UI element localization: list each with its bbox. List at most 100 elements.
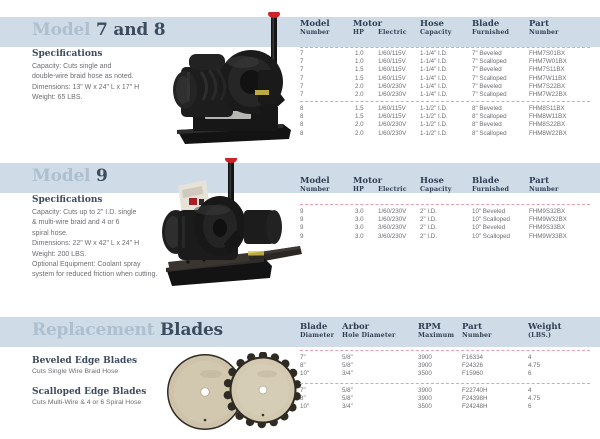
table-cell: 5/8" — [342, 387, 353, 394]
table-cell: 1/60/230V — [378, 121, 407, 129]
table-separator-mid — [300, 383, 590, 384]
table-cell: FHM7W11BX — [529, 74, 567, 82]
table-cell: 1-1/2" I.D. — [420, 129, 448, 137]
section-title-replacement-blades: Replacement Blades — [32, 320, 223, 340]
table-cell: 1/60/115V — [378, 74, 406, 82]
table-cell: F16334 — [462, 354, 483, 361]
section-title-dark: 7 and 8 — [96, 20, 166, 40]
table-cell: 1/60/115V — [378, 105, 406, 112]
table-cell: 10" Scalloped — [472, 232, 510, 240]
col-sub-hp: HP — [353, 29, 364, 36]
table-cell: 7 — [300, 58, 304, 66]
table-cell: 8" Beveled — [472, 105, 502, 112]
col-sub-partnumber: Number — [529, 186, 559, 193]
table-cell: FHM9S32BX — [529, 208, 566, 215]
table-cell: FHM8S22BX — [529, 121, 566, 129]
col-sub-partnumber: Number — [529, 29, 559, 36]
table-cell: F22740H — [462, 387, 488, 394]
col-head-model: Model — [300, 19, 330, 29]
table-cell: 6 — [528, 403, 532, 411]
table-cell: FHM7S11BX — [529, 66, 565, 74]
table-cell: 3/60/230V — [378, 224, 407, 232]
section-band-model-9 — [0, 163, 600, 193]
table-cell: 1/60/115V — [378, 66, 406, 74]
section-title-dark: 9 — [96, 166, 108, 186]
table-cell: 3.0 — [355, 232, 364, 240]
table-cell: 2.0 — [355, 90, 364, 98]
table-cell: 6 — [528, 370, 532, 378]
table-cell: 1.5 — [355, 105, 364, 112]
table-cell: 2" I.D. — [420, 216, 437, 224]
table-cell: 7 — [300, 82, 304, 90]
section-title-dark: Blades — [160, 320, 223, 340]
table-cell: 7" Beveled — [472, 66, 502, 74]
col-sub-diameter: Diameter — [300, 332, 335, 339]
table-cell: 5/8" — [342, 362, 353, 370]
table-cell: 3/60/230V — [378, 232, 407, 240]
col-sub-lbs: (LBS.) — [528, 332, 552, 339]
col-head-hose: Hose — [420, 19, 444, 29]
spec-line: Capacity: Cuts up to 2" I.D. single — [32, 209, 137, 216]
col-sub-furnished: Furnished — [472, 186, 510, 193]
spec-line: spiral hose. — [32, 229, 68, 237]
table-cell: 1/60/230V — [378, 216, 407, 224]
table-cell: 7" Beveled — [472, 50, 502, 57]
table-cell: 4.75 — [528, 362, 541, 370]
spec-line: & multi-wire braid and 4 or 6 — [32, 219, 120, 227]
spec-line: Weight: 65 LBS. — [32, 94, 83, 102]
spec-body-model-9: Capacity: Cuts up to 2" I.D. single & mul… — [32, 208, 207, 281]
table-cell: 1.5 — [355, 74, 364, 82]
table-cell: 3.0 — [355, 224, 364, 232]
col-head-rpm: RPM — [418, 322, 441, 332]
table-cell: 9 — [300, 208, 304, 215]
table-cell: 2.0 — [355, 129, 364, 137]
table-cell: 9 — [300, 216, 304, 224]
table-cell: 10" — [300, 370, 310, 378]
table-cell: 2" I.D. — [420, 208, 437, 215]
blade-type-sub-beveled: Cuts Single Wire Braid Hose — [32, 368, 119, 375]
table-cell: 1.5 — [355, 66, 364, 74]
table-cell: 1/60/230V — [378, 90, 407, 98]
table-cell: 8" Beveled — [472, 121, 502, 129]
table-cell: 1-1/4" I.D. — [420, 50, 448, 57]
table-cell: 10" Scalloped — [472, 216, 510, 224]
table-cell: 3500 — [418, 370, 432, 378]
table-cell: 1.0 — [355, 50, 364, 57]
col-sub-number: Number — [300, 29, 330, 36]
spec-line: Weight: 200 LBS. — [32, 250, 87, 258]
col-sub-hole-diameter: Hole Diameter — [342, 332, 396, 339]
section-title-light: Replacement — [32, 320, 155, 340]
table-cell: 2.0 — [355, 121, 364, 129]
table-cell: 2" I.D. — [420, 224, 437, 232]
col-head-part: Part — [529, 19, 550, 29]
table-cell: 1-1/4" I.D. — [420, 90, 448, 98]
table-cell: F24248H — [462, 403, 488, 411]
spec-line: system for reduced friction when cutting… — [32, 271, 158, 279]
table-separator-mid — [300, 101, 590, 102]
table-cell: FHM8W22BX — [529, 129, 567, 137]
table-cell: 3.0 — [355, 216, 364, 224]
table-cell: FHM9W33BX — [529, 232, 567, 240]
table-separator-top — [300, 204, 590, 205]
table-cell: 1.0 — [355, 58, 364, 66]
table-cell: 7" — [300, 354, 306, 361]
table-cell: FHM7W01BX — [529, 58, 567, 66]
table-cell: FHM8S11BX — [529, 105, 565, 112]
col-sub-capacity: Capacity — [420, 29, 452, 36]
table-cell: 1/60/115V — [378, 113, 406, 121]
table-cell: 8" — [300, 395, 306, 403]
table-cell: FHM7W22BX — [529, 90, 567, 98]
table-cell: 1/60/230V — [378, 208, 407, 215]
col-sub-capacity: Capacity — [420, 186, 452, 193]
spec-heading-model-7-8: Specifications — [32, 49, 103, 59]
col-head-model: Model — [300, 176, 330, 186]
col-sub-hp: HP — [353, 186, 364, 193]
table-cell: 1-1/2" I.D. — [420, 121, 448, 129]
col-head-motor: Motor — [353, 176, 383, 186]
blade-type-heading-beveled: Beveled Edge Blades — [32, 356, 138, 366]
section-title-light: Model — [32, 20, 91, 40]
table-cell: 7 — [300, 90, 304, 98]
col-sub-electric: Electric — [378, 186, 407, 193]
table-cell: 1/60/230V — [378, 82, 407, 90]
table-cell: FHM8W11BX — [529, 113, 567, 121]
